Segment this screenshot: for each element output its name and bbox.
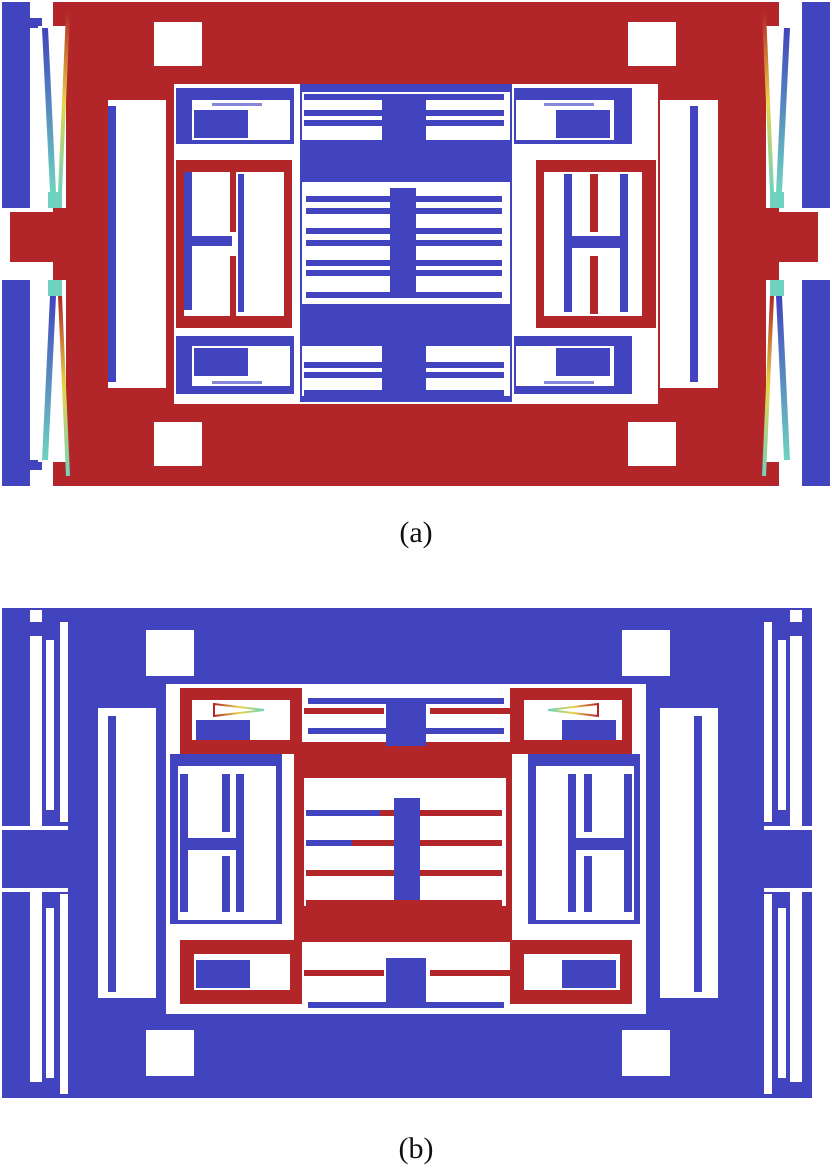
panel-b <box>0 604 832 1098</box>
caption-b: (b) <box>398 1132 434 1165</box>
mems-diagram-b <box>0 608 832 1098</box>
mems-diagram-a <box>2 2 830 486</box>
caption-a: (a) <box>399 516 433 549</box>
panel-a <box>0 0 832 490</box>
